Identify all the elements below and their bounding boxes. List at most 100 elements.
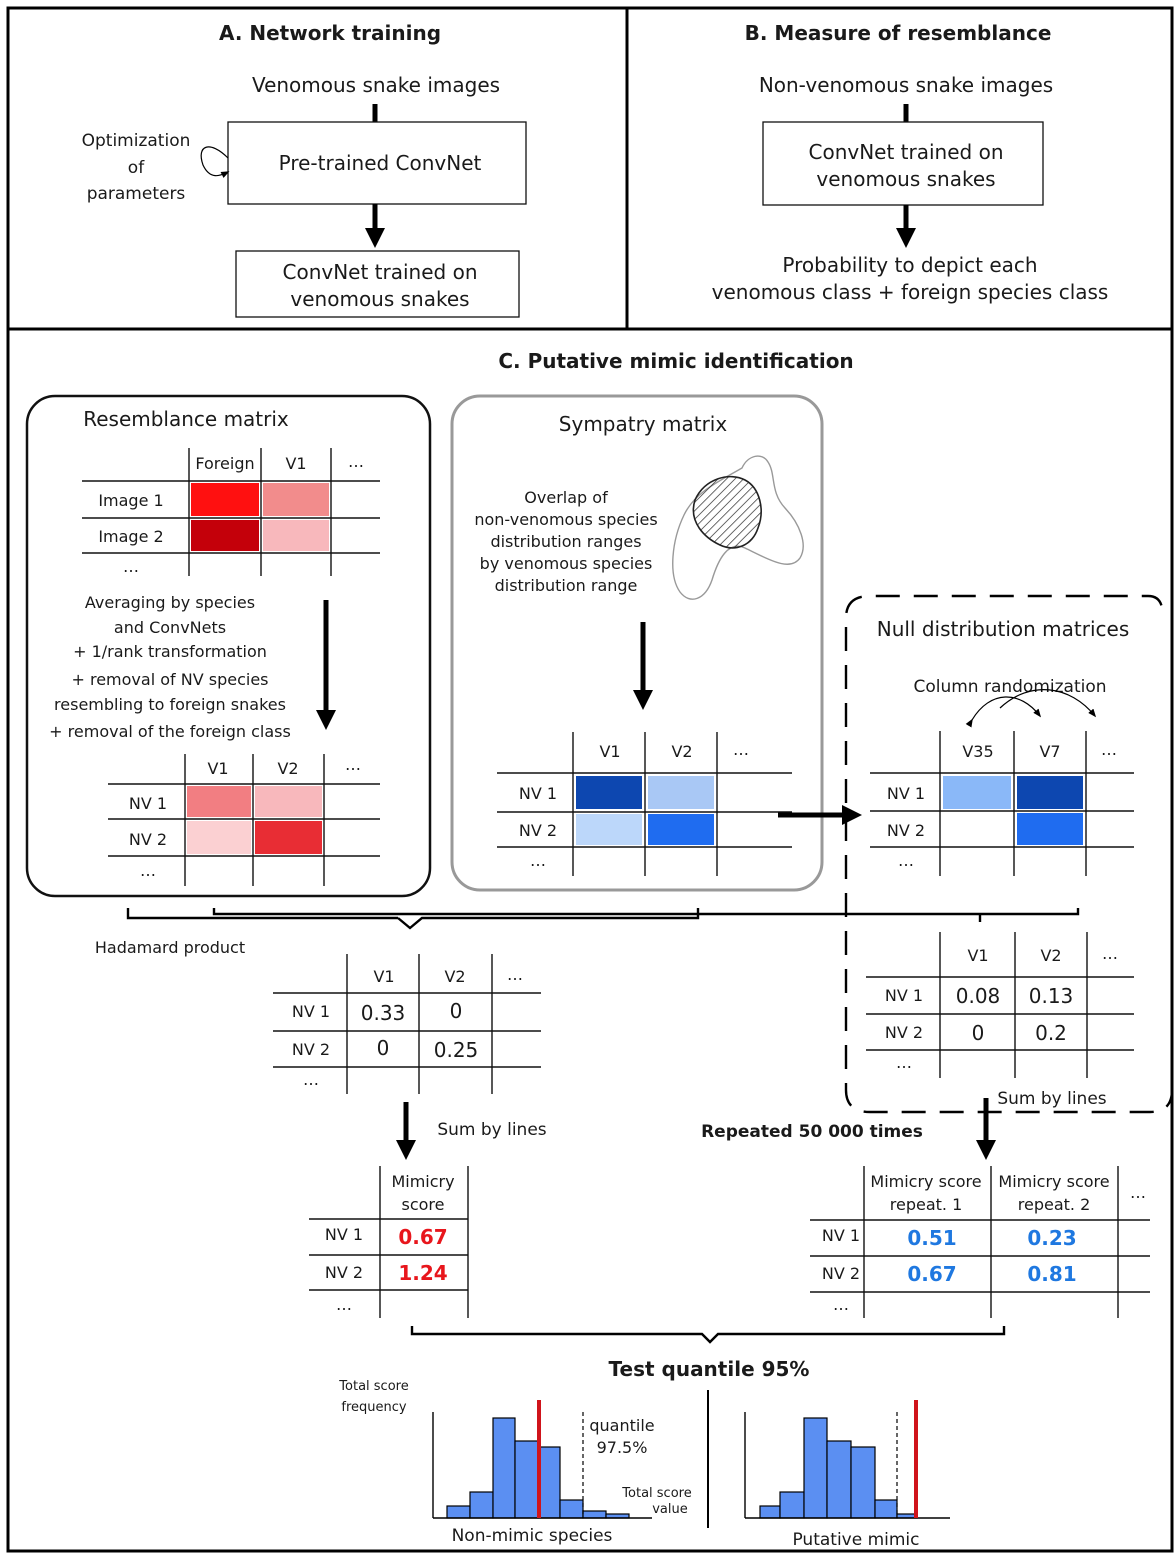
- null-score-value: 0.81: [1027, 1262, 1076, 1286]
- cell-red: [263, 483, 329, 516]
- right-histogram: [744, 1400, 950, 1519]
- swap-arrow-icon: [999, 689, 1097, 718]
- convnet-venomous-line1: ConvNet trained on: [809, 140, 1004, 164]
- hist-bar: [850, 1446, 876, 1519]
- hist-ylabel: frequency: [341, 1400, 407, 1415]
- col-header: V2: [1040, 946, 1061, 965]
- null-value: 0.2: [1035, 1021, 1067, 1045]
- cell-blue: [576, 814, 642, 845]
- cell-blue: [1017, 813, 1083, 845]
- sympatry-desc: distribution range: [495, 576, 638, 595]
- cell-blue: [648, 814, 714, 845]
- right-hist-caption: Putative mimic: [792, 1530, 919, 1550]
- col-header: V2: [444, 967, 465, 986]
- score-header: Mimicry: [391, 1172, 454, 1191]
- hist-bar: [446, 1505, 471, 1519]
- null-score-header: Mimicry score: [998, 1172, 1109, 1191]
- cell-red: [191, 483, 259, 516]
- null-score-table: Mimicry score repeat. 1 Mimicry score re…: [810, 1166, 1150, 1318]
- loop-label-2: of: [128, 158, 145, 178]
- mimicry-score-table: Mimicry score NV 1 NV 2 … 0.67 1.24: [309, 1166, 469, 1318]
- null-distribution-box: Null distribution matrices Column random…: [844, 594, 1174, 1114]
- sympatry-matrix-box: Sympatry matrix Overlap of non-venomous …: [450, 394, 824, 892]
- sum-by-lines-right: Sum by lines: [997, 1089, 1106, 1109]
- col-header: V1: [599, 742, 620, 761]
- row-header: NV 2: [519, 821, 557, 840]
- panel-b-input: Non-venomous snake images: [759, 73, 1053, 97]
- row-header: …: [896, 1053, 912, 1072]
- sympatry-desc: Overlap of: [524, 488, 608, 507]
- null-title: Null distribution matrices: [877, 617, 1130, 641]
- row-header: Image 1: [98, 491, 163, 510]
- null-score-header: repeat. 1: [890, 1195, 963, 1214]
- row-header: …: [833, 1295, 849, 1314]
- probability-line2: venomous class + foreign species class: [712, 280, 1109, 304]
- row-header: NV 1: [822, 1226, 860, 1245]
- col-header: V35: [962, 742, 993, 761]
- brace-test: [410, 1326, 1006, 1344]
- outer-frame: [6, 6, 1174, 1553]
- hist-xlabel: value: [652, 1502, 688, 1517]
- row-header: …: [140, 861, 156, 880]
- col-header: V2: [277, 759, 298, 778]
- cell-blue: [943, 776, 1011, 809]
- hadamard-value: 0.33: [361, 1001, 406, 1025]
- row-header: …: [530, 851, 546, 870]
- col-header: V1: [967, 946, 988, 965]
- hadamard-value: 0: [377, 1036, 390, 1060]
- null-score-header: Mimicry score: [870, 1172, 981, 1191]
- repeated-label: Repeated 50 000 times: [701, 1122, 923, 1142]
- sympatry-desc: non-venomous species: [474, 510, 657, 529]
- hadamard-value: 0: [450, 999, 463, 1023]
- trained-convnet-line1: ConvNet trained on: [283, 260, 478, 284]
- hist-bar: [537, 1446, 561, 1519]
- left-hist-caption: Non-mimic species: [452, 1526, 613, 1546]
- row-header: NV 2: [129, 830, 167, 849]
- sympatry-desc: by venomous species: [480, 554, 653, 573]
- col-header: Foreign: [195, 454, 254, 473]
- cell-red: [191, 520, 259, 551]
- trained-convnet-box: [235, 250, 520, 318]
- probability-line1: Probability to depict each: [782, 253, 1037, 277]
- cell-red: [187, 821, 251, 854]
- row-header: NV 1: [519, 784, 557, 803]
- column-randomization: Column randomization: [913, 677, 1106, 697]
- loop-label-1: Optimization: [82, 131, 191, 151]
- loop-label-3: parameters: [87, 184, 186, 204]
- row-header: …: [303, 1070, 319, 1089]
- panel-a-title: A. Network training: [219, 21, 441, 45]
- row-header: NV 2: [822, 1264, 860, 1283]
- score-value: 0.67: [398, 1225, 447, 1249]
- hist-bar: [803, 1417, 828, 1519]
- hist-bar: [492, 1417, 516, 1519]
- hist-bar: [469, 1491, 494, 1519]
- cell-red: [255, 821, 322, 854]
- col-header: …: [507, 965, 523, 984]
- null-score-value: 0.67: [907, 1262, 956, 1286]
- col-header: V1: [285, 454, 306, 473]
- quantile-label: quantile: [589, 1416, 654, 1435]
- panel-a-input: Venomous snake images: [252, 73, 500, 97]
- test-title: Test quantile 95%: [609, 1357, 810, 1381]
- null-value: 0.13: [1029, 984, 1074, 1008]
- hist-bar: [559, 1499, 584, 1519]
- row-header: NV 1: [292, 1002, 330, 1021]
- col-header: …: [348, 452, 364, 471]
- quantile-label: 97.5%: [597, 1438, 648, 1457]
- cell-blue: [1017, 776, 1083, 809]
- hist-xlabel: Total score: [621, 1486, 691, 1501]
- hist-bar: [779, 1491, 805, 1519]
- cell-blue: [648, 776, 714, 809]
- range-map-icon: [672, 455, 804, 600]
- hist-bar: [514, 1440, 539, 1519]
- row-header: Image 2: [98, 527, 163, 546]
- hist-bar: [582, 1510, 607, 1519]
- null-score-value: 0.23: [1027, 1226, 1076, 1250]
- row-header: NV 1: [129, 794, 167, 813]
- null-value: 0: [972, 1021, 985, 1045]
- step-text: + 1/rank transformation: [73, 642, 267, 661]
- step-text: resembling to foreign snakes: [54, 695, 286, 714]
- col-header: …: [733, 740, 749, 759]
- cell-blue: [576, 776, 642, 809]
